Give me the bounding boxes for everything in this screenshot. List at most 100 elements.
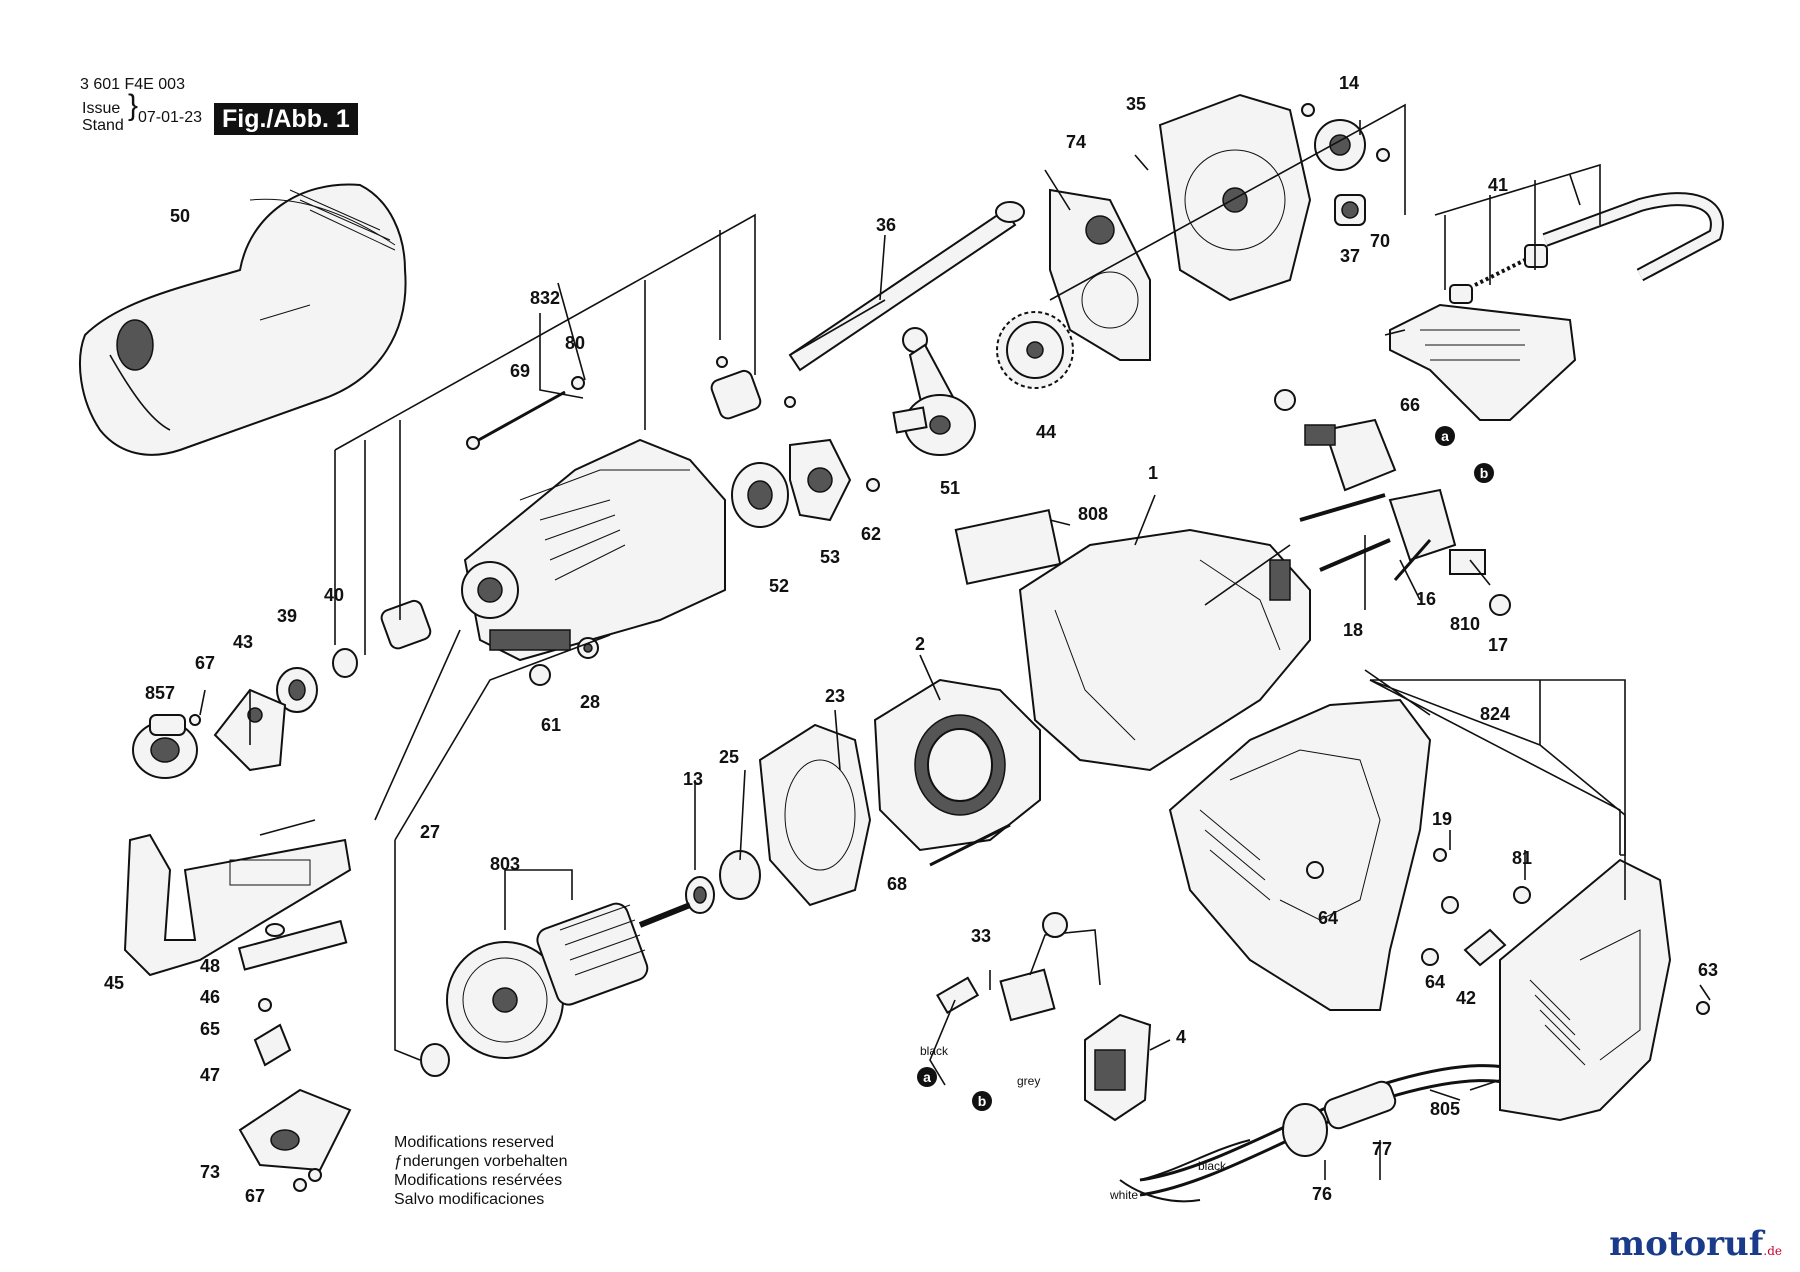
label-18: 18: [1343, 620, 1363, 640]
label-808: 808: [1078, 504, 1108, 524]
label-803: 803: [490, 854, 520, 874]
wire-label-black-2: black: [1198, 1159, 1227, 1173]
part-19-pin: [1433, 848, 1447, 862]
part-65-screw: [258, 998, 272, 1012]
label-1: 1: [1148, 463, 1158, 483]
marker-a-bottom: a: [917, 1067, 937, 1087]
label-16: 16: [1416, 589, 1436, 609]
part-number-labels: 1 2 4 13 14 16 17 18 19 23 25 27 28 33 3…: [104, 73, 1718, 1206]
part-36-plunger: [788, 201, 1025, 372]
part-37-bearing: [1334, 194, 1366, 226]
label-43: 43: [233, 632, 253, 652]
label-47: 47: [200, 1065, 220, 1085]
wire-label-white: white: [1109, 1188, 1138, 1202]
label-35: 35: [1126, 94, 1146, 114]
watermark-text: motoruf: [1609, 1224, 1764, 1264]
part-23-baffle: [758, 723, 872, 907]
label-2: 2: [915, 634, 925, 654]
label-857: 857: [145, 683, 175, 703]
part-66-brush-holder: [1274, 389, 1397, 492]
label-69: 69: [510, 361, 530, 381]
label-74: 74: [1066, 132, 1086, 152]
svg-text:a: a: [1441, 428, 1449, 444]
label-64b: 64: [1425, 972, 1445, 992]
part-824-handle-right: [1499, 858, 1672, 1122]
part-81-spring: [1513, 886, 1531, 904]
drawing-number: 3 601 F4E 003: [80, 76, 185, 93]
wire-label-black-1: black: [920, 1044, 949, 1058]
label-53: 53: [820, 547, 840, 567]
label-68: 68: [887, 874, 907, 894]
part-810-brush: [1449, 549, 1486, 575]
part-832-gear-housing: [461, 438, 726, 662]
part-69-screw: [466, 390, 566, 450]
part-42-lock-lever: [1463, 928, 1507, 967]
part-52-bearing: [731, 462, 789, 528]
part-67-screw: [189, 714, 201, 726]
label-62: 62: [861, 524, 881, 544]
part-44-gear: [996, 311, 1074, 389]
label-36: 36: [876, 215, 896, 235]
label-23: 23: [825, 686, 845, 706]
part-27-bearing: [420, 1043, 450, 1077]
note-line-2: ƒnderungen vorbehalten: [394, 1153, 568, 1170]
part-68-screw: [929, 823, 1011, 867]
part-803-armature: [446, 902, 692, 1059]
part-808-label: [954, 508, 1062, 585]
label-805: 805: [1430, 1099, 1460, 1119]
modifications-note: Modifications reserved ƒnderungen vorbeh…: [394, 1133, 567, 1209]
part-14-bearing: [1301, 103, 1366, 171]
wire-label-grey: grey: [1017, 1074, 1040, 1088]
part-17-spring: [1489, 594, 1511, 616]
label-76: 76: [1312, 1184, 1332, 1204]
part-64b-screw: [1421, 948, 1439, 966]
part-824-handle-left: [1168, 698, 1432, 1011]
part-64a-screw: [1306, 861, 1324, 879]
part-46-plate: [237, 919, 348, 971]
part-80-screw: [571, 376, 585, 390]
part-2-field: [873, 678, 1041, 852]
leader-lines: [199, 103, 1711, 1180]
label-70: 70: [1370, 231, 1390, 251]
label-17: 17: [1488, 635, 1508, 655]
part-4-switch: [1084, 1013, 1152, 1122]
part-18-rods: [1299, 493, 1391, 572]
label-51: 51: [940, 478, 960, 498]
label-810: 810: [1450, 614, 1480, 634]
label-67b: 67: [245, 1186, 265, 1206]
stand-label: Stand: [82, 117, 124, 134]
part-47-knob: [253, 1023, 292, 1067]
label-4: 4: [1176, 1027, 1186, 1047]
label-81: 81: [1512, 848, 1532, 868]
part-74-plate: [1049, 188, 1151, 361]
note-line-1: Modifications reserved: [394, 1134, 555, 1151]
label-832: 832: [530, 288, 560, 308]
note-line-3: Modifications resérvées: [394, 1172, 563, 1189]
part-48-spring: [265, 923, 285, 937]
marker-b-top: b: [1474, 463, 1494, 483]
svg-text:a: a: [923, 1069, 931, 1085]
label-13: 13: [683, 769, 703, 789]
label-40: 40: [324, 585, 344, 605]
part-bushing: [710, 356, 796, 420]
label-67a: 67: [195, 653, 215, 673]
part-73-base: [238, 1088, 352, 1172]
part-50-guard-housing: [79, 183, 407, 456]
part-45-shoe: [123, 833, 352, 977]
part-63-screw: [1696, 1001, 1710, 1015]
part-857-clamp: [132, 714, 198, 779]
label-73: 73: [200, 1162, 220, 1182]
brace-icon: }: [128, 89, 139, 122]
label-824: 824: [1480, 704, 1510, 724]
label-25: 25: [719, 747, 739, 767]
label-39: 39: [277, 606, 297, 626]
part-76-strain-relief: [1282, 1080, 1397, 1157]
svg-text:b: b: [978, 1093, 987, 1109]
motoruf-watermark: motoruf.de: [1609, 1224, 1782, 1264]
figure-badge: Fig./Abb. 1: [214, 103, 358, 135]
label-64a: 64: [1318, 908, 1338, 928]
label-37: 37: [1340, 246, 1360, 266]
label-19: 19: [1432, 809, 1452, 829]
part-67b-screw: [293, 1178, 307, 1192]
